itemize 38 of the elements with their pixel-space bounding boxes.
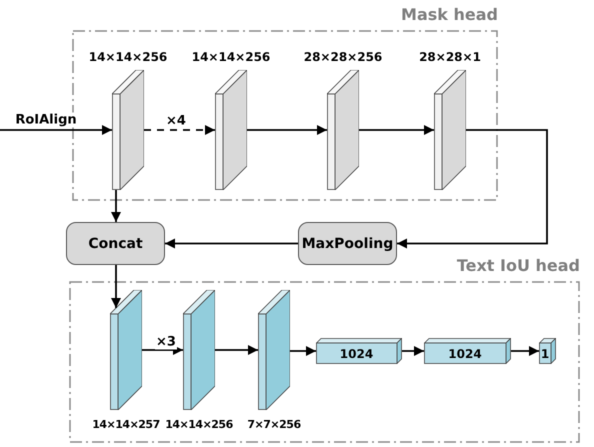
feature-map-slab — [112, 70, 144, 190]
dimension-label: 28×28×256 — [302, 50, 384, 64]
arrow — [511, 346, 539, 356]
arrow — [111, 265, 121, 308]
fc-layer-block — [424, 338, 511, 364]
fc-layer-block — [539, 338, 556, 364]
section-title: Mask head — [401, 5, 498, 24]
dimension-label: 28×28×1 — [418, 50, 482, 64]
feature-map-slab — [327, 70, 359, 190]
node-label: Concat — [88, 236, 143, 252]
arrow — [397, 129, 548, 248]
feature-map-slab — [110, 290, 142, 410]
node-label: 1 — [540, 346, 550, 362]
node-label: MaxPooling — [302, 236, 394, 252]
dimension-label: 14×14×256 — [190, 50, 272, 64]
arrow — [165, 238, 298, 248]
arrow — [0, 125, 112, 135]
operation-box — [298, 222, 397, 265]
feature-map-slab — [434, 70, 466, 190]
arrow — [111, 190, 121, 222]
arrow — [359, 125, 434, 135]
operation-box — [66, 222, 165, 265]
arrow — [402, 346, 424, 356]
edge-label: ×3 — [155, 334, 177, 350]
arrow — [290, 346, 316, 356]
edge-label: RoIAlign — [14, 112, 78, 128]
feature-map-slab — [258, 290, 290, 410]
arrow — [142, 345, 183, 355]
dimension-label: 14×14×256 — [88, 50, 168, 64]
feature-map-slab — [183, 290, 215, 410]
feature-map-slab — [215, 70, 247, 190]
arrow — [247, 125, 327, 135]
node-label: 1024 — [447, 346, 483, 362]
arrow — [215, 345, 258, 355]
arrow — [144, 125, 215, 135]
fc-layer-block — [316, 338, 402, 364]
node-label: 1024 — [338, 346, 374, 362]
section-title: Text IoU head — [456, 256, 580, 275]
